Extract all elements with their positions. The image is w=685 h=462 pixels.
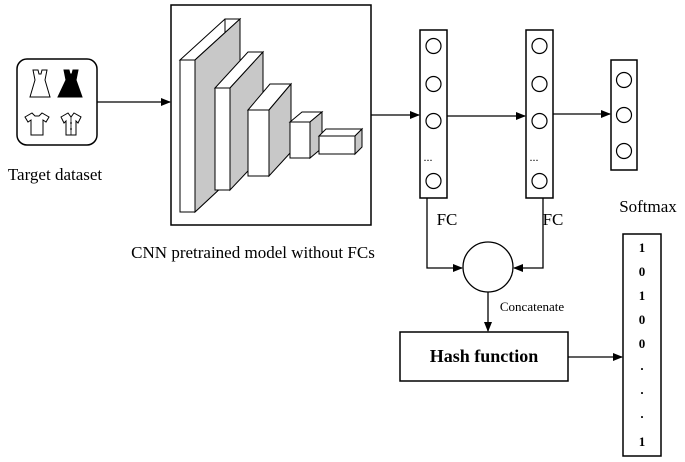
cnn-box	[170, 4, 372, 226]
fc1-label: FC	[437, 210, 458, 229]
hash-bit: 1	[639, 288, 646, 303]
fc2-ellipsis: ...	[530, 150, 539, 164]
hash-bit: 1	[639, 240, 646, 255]
shirt-icon	[60, 112, 82, 136]
hash-bit: 0	[639, 264, 646, 279]
cnn-layer-4	[288, 110, 324, 160]
arrow-fc1-to-concat	[426, 198, 463, 272]
hash-function-box: Hash function	[399, 331, 569, 382]
fc2-layer: ...	[525, 29, 554, 199]
hash-code-column: 1 0 1 0 0 . . . 1	[622, 233, 662, 457]
hash-function-label: Hash function	[430, 346, 539, 366]
target-dataset-box	[16, 58, 98, 146]
fc1-neuron	[425, 37, 442, 55]
softmax-neuron	[615, 142, 633, 160]
cnn-layer-5	[317, 127, 364, 156]
fc1-ellipsis: ...	[424, 150, 433, 164]
arrow-fc2-to-concat	[513, 198, 544, 272]
target-dataset-label: Target dataset	[8, 165, 103, 184]
fc2-neuron	[531, 37, 548, 55]
hash-bit: .	[640, 382, 643, 397]
softmax-layer	[610, 59, 638, 171]
softmax-neuron	[615, 106, 633, 124]
concatenate-label: Concatenate	[500, 299, 564, 314]
hash-bit: .	[640, 358, 643, 373]
fc2-neuron	[531, 172, 548, 190]
tshirt-icon	[24, 112, 50, 136]
fc2-neuron	[531, 75, 548, 93]
dress-outline-icon	[29, 69, 51, 98]
hash-bit: .	[640, 406, 643, 421]
softmax-neuron	[615, 71, 633, 89]
softmax-label: Softmax	[619, 197, 677, 216]
hash-bit: 0	[639, 312, 646, 327]
dress-filled-icon	[57, 69, 83, 98]
hash-bit: 1	[639, 434, 646, 449]
fc2-neuron	[531, 112, 548, 130]
fc1-neuron	[425, 112, 442, 130]
cnn-caption: CNN pretrained model without FCs	[131, 243, 375, 262]
fc1-neuron	[425, 75, 442, 93]
fc1-neuron	[425, 172, 442, 190]
fc2-label: FC	[543, 210, 564, 229]
concatenate-node	[462, 241, 514, 293]
fc1-layer: ...	[419, 29, 448, 199]
hash-bit: 0	[639, 336, 646, 351]
